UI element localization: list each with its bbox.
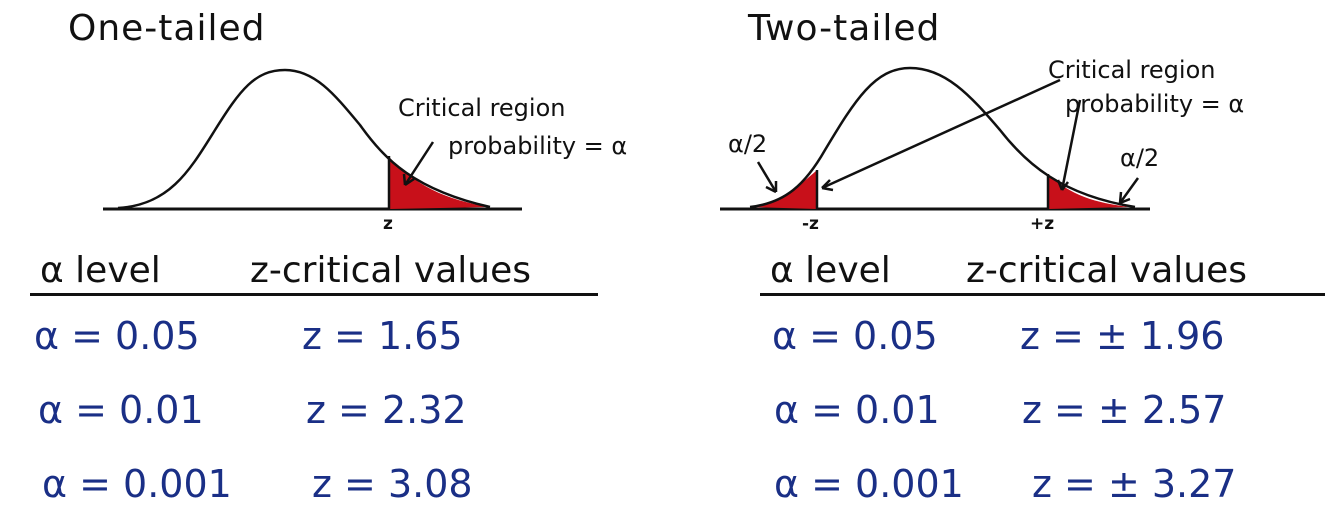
critical-region-label: Critical region (398, 94, 566, 122)
alpha-level-header: α level (40, 250, 161, 291)
critical-probability-label: probability = α (1065, 90, 1245, 118)
one-tailed-panel: One-tailed Critical region probability =… (30, 8, 628, 506)
right-alpha-half-label: α/2 (1120, 144, 1160, 172)
z-row-3: z = ± 3.27 (1032, 462, 1237, 506)
bell-curve (117, 68, 491, 210)
right-pointer-arrow (1060, 99, 1082, 191)
alpha-half-left-arrow (756, 161, 778, 193)
left-arrow-head (821, 179, 834, 192)
arrow-head (402, 173, 415, 187)
right-arrow-head (1056, 179, 1069, 191)
alpha-row-3: α = 0.001 (42, 462, 232, 506)
alpha-level-header: α level (770, 250, 891, 291)
alpha-row-2: α = 0.01 (38, 388, 204, 432)
z-tick-label: z (383, 214, 393, 234)
header-underline (30, 293, 598, 296)
one-tailed-title: One-tailed (68, 8, 266, 49)
z-critical-header: z-critical values (250, 250, 531, 291)
bell-curve (749, 66, 1136, 209)
z-row-3: z = 3.08 (312, 462, 473, 506)
z-row-2: z = 2.32 (306, 388, 467, 432)
z-row-1: z = ± 1.96 (1020, 314, 1225, 358)
z-row-2: z = ± 2.57 (1022, 388, 1227, 432)
left-critical-fill (750, 170, 817, 209)
alpha-row-1: α = 0.05 (772, 314, 938, 358)
one-tailed-curve-diagram (103, 68, 522, 211)
alpha-half-right-arrow-head (1118, 191, 1131, 205)
alpha-row-2: α = 0.01 (774, 388, 940, 432)
two-tailed-title: Two-tailed (748, 8, 941, 49)
z-critical-header: z-critical values (966, 250, 1247, 291)
minus-z-tick-label: -z (802, 214, 819, 234)
critical-region-fill (388, 156, 490, 209)
left-alpha-half-label: α/2 (728, 130, 768, 158)
plus-z-tick-label: +z (1030, 214, 1055, 234)
two-tailed-panel: Two-tailed Critical region probability =… (670, 0, 1339, 527)
right-critical-fill (1048, 174, 1130, 209)
alpha-row-3: α = 0.001 (774, 462, 964, 506)
header-underline (760, 293, 1325, 296)
alpha-row-1: α = 0.05 (34, 314, 200, 358)
two-tailed-curve-diagram (720, 66, 1150, 211)
critical-probability-label: probability = α (448, 132, 628, 160)
alpha-half-right-arrow (1118, 177, 1140, 204)
pointer-arrow (403, 141, 435, 186)
alpha-half-left-arrow-head (765, 181, 778, 194)
left-pointer-arrow (821, 78, 1061, 190)
z-row-1: z = 1.65 (302, 314, 463, 358)
critical-region-label: Critical region (1048, 56, 1216, 84)
